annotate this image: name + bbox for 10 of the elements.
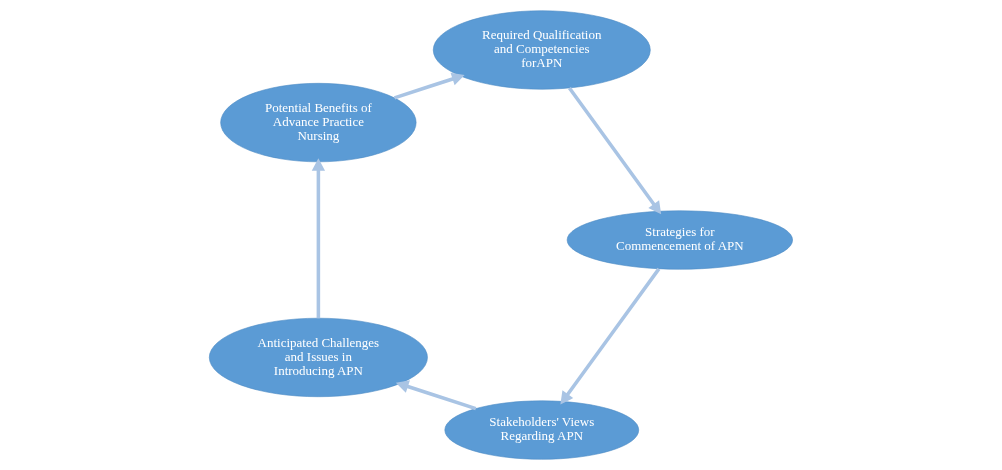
node-ellipse: Potential Benefits of Advance Practice Nursing <box>220 83 417 163</box>
node-ellipse: Strategies for Commencement of APN <box>566 210 793 270</box>
node-ellipse: Stakeholders' Views Regarding APN <box>444 400 639 460</box>
arrow <box>311 158 326 319</box>
arrow <box>567 86 662 215</box>
arrow <box>560 267 661 405</box>
node-ellipse: Required Qualification and Competencies forAPN <box>432 10 651 90</box>
arrow <box>393 72 465 100</box>
arrow <box>395 380 477 411</box>
node-ellipse: Anticipated Challenges and Issues in Introducing APN <box>209 317 428 397</box>
